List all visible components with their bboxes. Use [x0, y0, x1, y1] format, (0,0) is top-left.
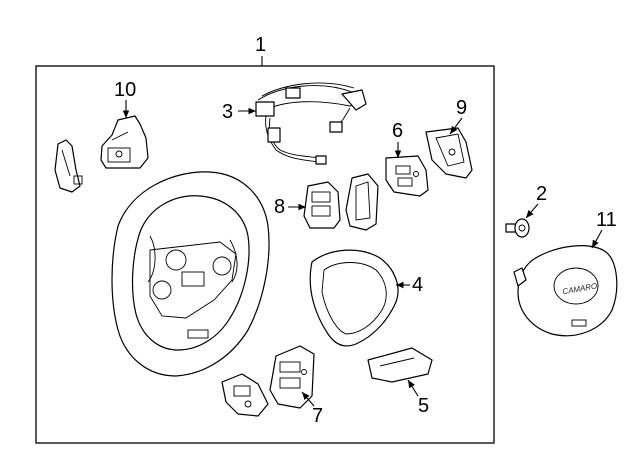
part-4-trim-bezel	[309, 249, 399, 347]
part-7-steering-switch-left	[221, 373, 269, 417]
callout-1: 1	[255, 34, 266, 56]
part-8-switch-bezel	[345, 173, 379, 231]
part-8-steering-switch	[303, 181, 341, 229]
part-2-bolt	[505, 218, 530, 238]
part-6-steering-switch	[385, 155, 429, 197]
part-10-mount-clip	[54, 139, 83, 193]
part-9-switch-bezel	[425, 127, 473, 179]
callout-3: 3	[222, 101, 233, 123]
steering-wheel	[111, 171, 270, 377]
callout-2: 2	[536, 183, 547, 205]
callout-8: 8	[274, 196, 285, 218]
callout-9: 9	[456, 97, 467, 119]
part-10-paddle-shifter	[100, 115, 149, 169]
callout-11-leader	[591, 229, 603, 249]
callout-5: 5	[418, 395, 429, 417]
part-11-airbag-module	[513, 245, 618, 337]
callout-4: 4	[412, 274, 423, 296]
assembly-frame	[35, 65, 495, 444]
part-5-lower-cover	[367, 347, 433, 383]
part-3-wiring-harness	[255, 82, 367, 165]
callout-7: 7	[312, 405, 323, 427]
callout-9-leader	[449, 117, 463, 135]
callout-5-leader	[407, 379, 419, 397]
callout-7-leader	[301, 391, 315, 407]
callout-11: 11	[596, 209, 617, 231]
callout-2-leader	[525, 203, 539, 219]
callout-10: 10	[114, 79, 136, 101]
callout-6: 6	[392, 120, 403, 142]
